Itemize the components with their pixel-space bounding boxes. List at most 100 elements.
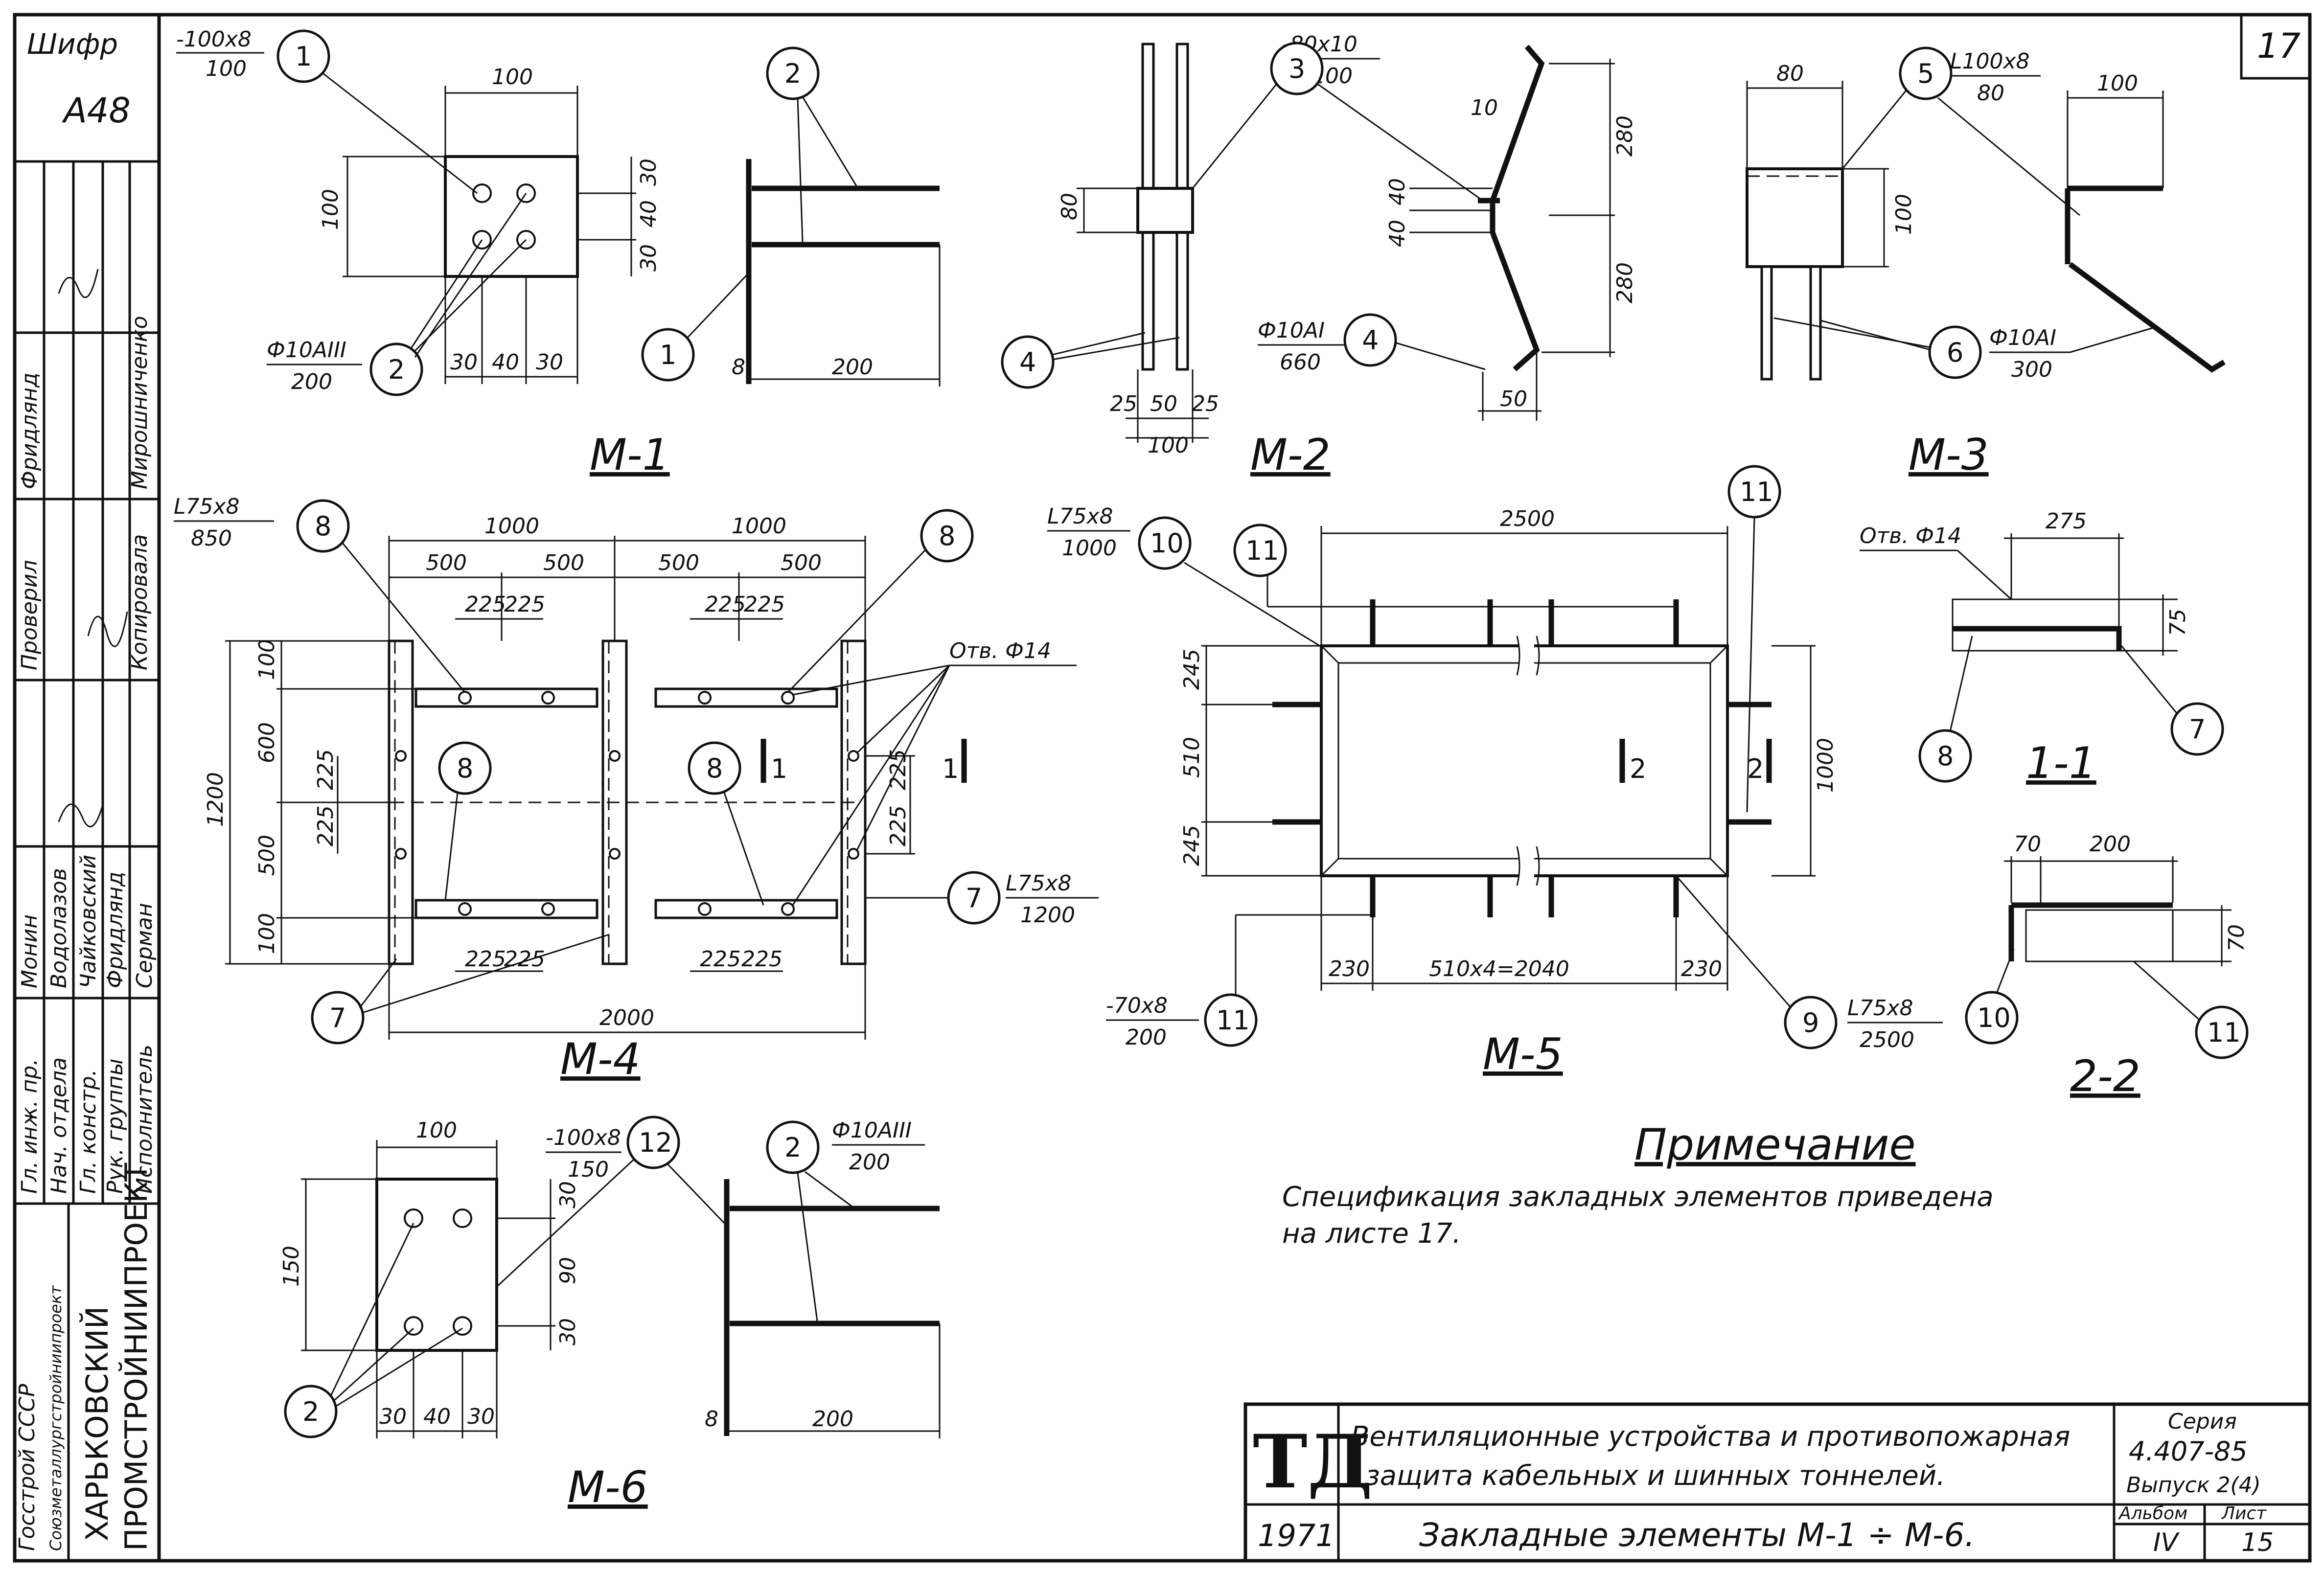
m5-angle10-spec: L75х8 xyxy=(1047,504,1113,529)
m1-tag-2: 2 xyxy=(388,354,405,385)
view-m5: 2500 245 510 245 1000 230 510х4=2040 230… xyxy=(1047,465,1943,1079)
name-5: Серман xyxy=(132,903,157,988)
m3-angle-len: 80 xyxy=(1977,81,2004,106)
m5-strip-spec: -70х8 xyxy=(1106,993,1168,1018)
m5-angle10-len: 1000 xyxy=(1062,536,1117,561)
titleblock-album-label: Альбом xyxy=(2118,1504,2187,1524)
m5-strip-len: 200 xyxy=(1126,1025,1167,1050)
m5-dim-245b: 245 xyxy=(1179,825,1204,866)
m6-dim-b1: 30 xyxy=(379,1404,407,1429)
titleblock-sheet-value: 15 xyxy=(2241,1528,2274,1557)
m6-tag-12: 12 xyxy=(639,1127,672,1158)
corner-sheet-number: 17 xyxy=(2257,26,2301,66)
m3-tag-5: 5 xyxy=(1917,58,1934,89)
role-4: Рук. группы xyxy=(103,1059,128,1194)
m1-tag-2b: 2 xyxy=(784,58,801,89)
m4-dim-500c: 500 xyxy=(658,550,699,575)
m5-section-a: 2 xyxy=(1630,753,1646,784)
m5-title: М-5 xyxy=(1483,1029,1563,1079)
m3-rod-len: 300 xyxy=(2011,357,2052,382)
s11-tag-8: 8 xyxy=(1937,741,1954,772)
m3-dim-100b: 100 xyxy=(2097,71,2138,96)
m2-plate xyxy=(1136,187,1194,234)
title-block: ТД 1971 Вентиляционные устройства и прот… xyxy=(1243,1402,2312,1563)
m4-holes xyxy=(395,691,859,916)
m4-tag-7a: 7 xyxy=(966,883,982,913)
s22-title: 2-2 xyxy=(2070,1051,2140,1101)
m5-dim-510: 510 xyxy=(1179,737,1204,778)
left-stamp: Шифр А48 Проверил Фридлянд Копировала Ми… xyxy=(15,27,159,1561)
titleblock-issue: Выпуск 2(4) xyxy=(2126,1473,2261,1498)
m6-dim-thk: 8 xyxy=(705,1407,718,1432)
m5-dim-245a: 245 xyxy=(1179,649,1204,690)
s22-strip xyxy=(2025,909,2174,962)
name-3: Чайковский xyxy=(76,855,101,988)
m6-dim-b3: 30 xyxy=(467,1404,495,1429)
m1-rod-len: 200 xyxy=(291,369,332,394)
m4-tag-8c: 8 xyxy=(457,753,473,784)
m2-bent-rod xyxy=(1490,45,1545,372)
shifr-value: А48 xyxy=(62,91,131,131)
m4-dim-225-r2: 225 xyxy=(886,805,911,846)
m1-tag-1b: 1 xyxy=(660,340,676,370)
note-line2: на листе 17. xyxy=(1282,1218,1461,1250)
m5-tag-11c: 11 xyxy=(1216,1005,1250,1036)
m4-angle7-spec: L75х8 xyxy=(1006,871,1072,896)
s22-dim-200: 200 xyxy=(2090,832,2131,857)
m4-angle8-len: 850 xyxy=(191,526,232,551)
m4-dim-2000: 2000 xyxy=(599,1005,654,1030)
m5-dim-2500: 2500 xyxy=(1500,506,1555,531)
m2-dim-40b: 40 xyxy=(1385,220,1410,247)
m2-title: М-2 xyxy=(1250,430,1331,480)
m5-tag-10: 10 xyxy=(1150,528,1184,559)
m2-dim-50b: 50 xyxy=(1500,387,1527,411)
m6-dim-len: 200 xyxy=(812,1407,853,1432)
name-2: Водолазов xyxy=(46,868,71,988)
note-heading: Примечание xyxy=(1634,1119,1916,1170)
m2-dim-40a: 40 xyxy=(1385,178,1410,205)
s11-dim-275: 275 xyxy=(2046,509,2087,534)
titleblock-series-label: Серия xyxy=(2168,1409,2237,1434)
m2-dim-280a: 280 xyxy=(1612,115,1637,157)
titleblock-year: 1971 xyxy=(1258,1518,1335,1553)
m5-dim-1000: 1000 xyxy=(1813,738,1838,793)
s22-tag-11: 11 xyxy=(2207,1017,2241,1048)
m4-hole-spec: Отв. Ф14 xyxy=(949,638,1051,663)
signature-scribble xyxy=(58,269,128,827)
view-m3: 80 100 5 L100х8 80 100 6 Ф10АI 300 М-3 xyxy=(1746,46,2226,480)
shifr-label: Шифр xyxy=(27,27,118,61)
s22-dim-70a: 70 xyxy=(2014,832,2041,857)
m1-dim-r1: 30 xyxy=(636,159,661,186)
view-m6: 100 150 30 90 30 30 40 30 2 -100х8 150 1… xyxy=(279,1116,941,1512)
view-m1: 100 100 30 40 30 30 40 30 -100х8 100 1 Ф… xyxy=(176,27,941,480)
m4-beam-bot-left xyxy=(414,899,598,919)
m5-tag-11a: 11 xyxy=(1245,535,1279,566)
m1-dim-r2: 40 xyxy=(636,200,661,228)
m3-side-rod xyxy=(2068,262,2226,373)
m4-beam-top-left xyxy=(414,687,598,708)
m4-dim-500d: 500 xyxy=(781,550,822,575)
m2-dim-10: 10 xyxy=(1471,95,1498,120)
m3-title: М-3 xyxy=(1909,430,1989,480)
titleblock-project-line1: Вентиляционные устройства и противопожар… xyxy=(1351,1421,2070,1453)
m4-dim-500a: 500 xyxy=(426,550,467,575)
m2-rod-len: 660 xyxy=(1280,350,1321,375)
name-4: Фридлянд xyxy=(103,871,128,988)
note-block: Примечание Спецификация закладных элемен… xyxy=(1282,1119,1994,1250)
m4-tag-8b: 8 xyxy=(939,521,955,551)
sheet-frame: 17 xyxy=(13,13,2312,1563)
s11-hole-spec: Отв. Ф14 xyxy=(1860,524,1961,548)
m4-dim-225c: 225 xyxy=(705,592,746,617)
m6-dim-width: 100 xyxy=(416,1118,457,1143)
m4-dim-225a: 225 xyxy=(465,592,506,617)
m5-angle9-spec: L75х8 xyxy=(1847,996,1913,1021)
m2-rod-spec: Ф10АI xyxy=(1258,318,1325,343)
m1-dim-len: 200 xyxy=(832,355,873,380)
m4-tag-8a: 8 xyxy=(315,511,331,542)
s11-title: 1-1 xyxy=(2026,738,2096,788)
m3-dim-100: 100 xyxy=(1891,194,1916,235)
m4-dim-225d: 225 xyxy=(744,592,785,617)
m2-dim-25a: 25 xyxy=(1110,391,1137,416)
m6-tag-2b: 2 xyxy=(784,1132,801,1163)
